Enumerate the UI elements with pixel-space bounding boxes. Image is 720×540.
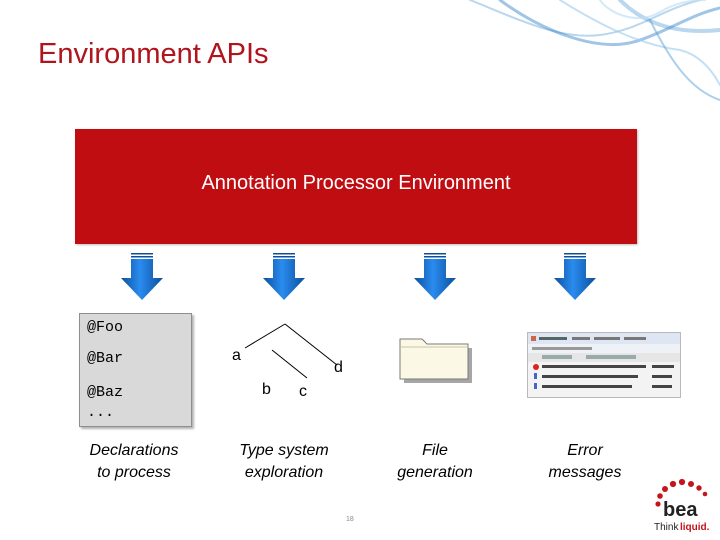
- environment-label: Annotation Processor Environment: [201, 172, 511, 194]
- caption-line: File: [422, 442, 448, 459]
- file-generation-caption: File generation: [365, 440, 505, 484]
- slide-title: Environment APIs: [38, 38, 269, 70]
- caption-line: messages: [548, 464, 622, 481]
- down-arrow-icon: [554, 253, 596, 300]
- type-system-caption: Type system exploration: [214, 440, 354, 484]
- annotation-baz: @Baz: [87, 384, 124, 401]
- annotation-foo: @Foo: [87, 319, 124, 336]
- folder-icon: [399, 338, 472, 383]
- environment-box: Annotation Processor Environment: [75, 129, 637, 244]
- problems-panel: [527, 332, 681, 398]
- down-arrow-icon: [414, 253, 456, 300]
- tree-node-a: a: [232, 347, 241, 364]
- tree-node-d: d: [334, 359, 343, 376]
- bea-logo: bea Think liquid.: [654, 478, 710, 533]
- logo-think: Think: [654, 522, 679, 533]
- tree-node-b: b: [262, 381, 271, 398]
- caption-line: exploration: [244, 464, 324, 481]
- error-messages-caption: Error messages: [515, 440, 655, 484]
- declarations-box: @Foo @Bar @Baz ...: [79, 313, 192, 427]
- type-tree-diagram: [244, 323, 338, 379]
- declarations-caption: Declarations to process: [64, 440, 204, 484]
- caption-line: to process: [97, 464, 171, 481]
- annotation-bar: @Bar: [87, 350, 124, 367]
- caption-line: Error: [567, 442, 603, 459]
- down-arrow-icon: [121, 253, 163, 300]
- logo-liquid: liquid.: [680, 522, 710, 533]
- down-arrow-icon: [263, 253, 305, 300]
- caption-line: Declarations: [89, 442, 179, 459]
- caption-line: generation: [397, 464, 473, 481]
- ellipsis: ...: [87, 404, 115, 421]
- page-number: 18: [346, 516, 354, 523]
- caption-line: Type system: [239, 442, 329, 459]
- tree-node-c: c: [299, 383, 307, 400]
- problems-panel-art: [528, 333, 680, 389]
- bea-brand: bea: [663, 499, 698, 521]
